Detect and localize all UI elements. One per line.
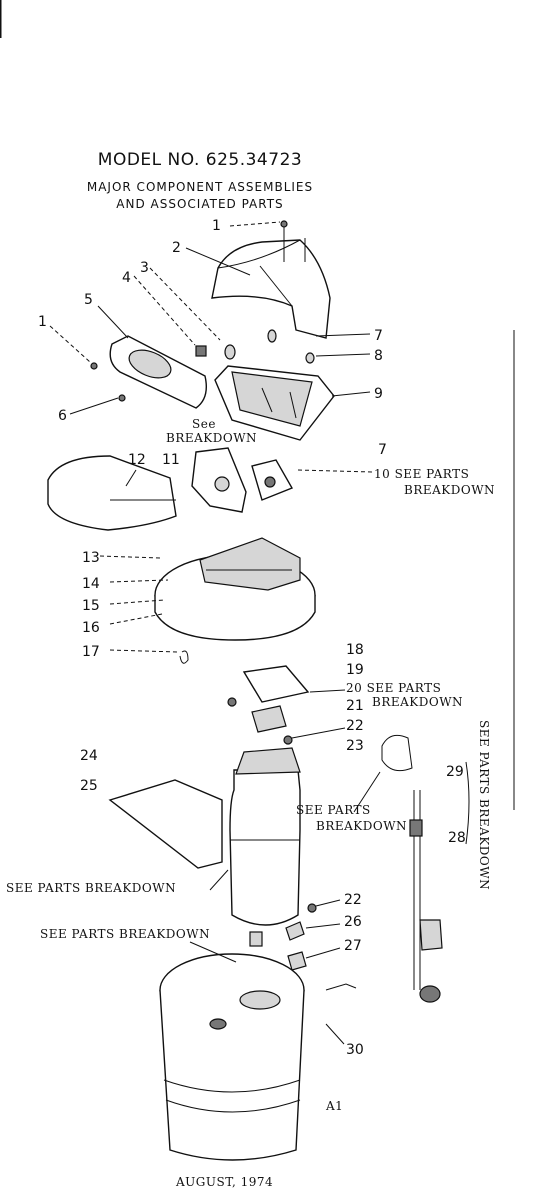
callout-20-breakdown: BREAKDOWN: [372, 695, 463, 709]
part-7-screw: [267, 329, 277, 343]
part-small-clip: [195, 345, 207, 357]
callout-12: 12: [128, 452, 146, 468]
part-1-screw-top: [280, 220, 288, 228]
callout-20: 20 SEE PARTS: [346, 681, 441, 695]
part-valve-assembly: [251, 459, 294, 501]
date-footer: AUGUST, 1974: [175, 1175, 273, 1189]
callout-28: 28: [448, 830, 466, 846]
part-resin-tank: [229, 747, 301, 926]
see-breakdown-label-2: BREAKDOWN: [166, 431, 257, 445]
callout-11: 11: [162, 452, 180, 468]
callout-7-lower: 7: [378, 442, 387, 458]
callout-24: 24: [80, 748, 98, 764]
part-control-tray: [214, 365, 335, 441]
see-parts-bottom: SEE PARTS BREAKDOWN: [40, 927, 210, 941]
see-parts-mid-2: BREAKDOWN: [316, 819, 407, 833]
callout-22-lower: 22: [344, 892, 362, 908]
callout-3: 3: [140, 260, 149, 276]
see-parts-vertical: SEE PARTS BREAKDOWN: [477, 720, 491, 890]
callout-10-breakdown: BREAKDOWN: [404, 483, 495, 497]
model-number-title: MODEL NO. 625.34723: [97, 150, 303, 170]
callout-23: 23: [346, 738, 364, 754]
subtitle-line-2: AND ASSOCIATED PARTS: [116, 197, 284, 211]
part-6-screw: [118, 394, 126, 402]
part-fittings: [249, 903, 357, 991]
part-17-clip: [179, 650, 189, 664]
callout-1-left: 1: [38, 314, 47, 330]
part-shelf-plate: [108, 779, 223, 869]
callout-2: 2: [172, 240, 181, 256]
callout-21: 21: [346, 698, 364, 714]
callout-22-upper: 22: [346, 718, 364, 734]
callout-1-top: 1: [212, 218, 221, 234]
callout-25: 25: [80, 778, 98, 794]
callout-10: 10 SEE PARTS: [374, 467, 469, 481]
callout-4: 4: [122, 270, 131, 286]
callout-6: 6: [58, 408, 67, 424]
part-1-screw-left: [90, 362, 98, 370]
callout-7-upper: 7: [374, 328, 383, 344]
callout-9: 9: [374, 386, 383, 402]
callout-5: 5: [84, 292, 93, 308]
leader-lines: [49, 221, 470, 1045]
callout-27: 27: [344, 938, 362, 954]
callout-26: 26: [344, 914, 362, 930]
page-code: A1: [325, 1099, 343, 1113]
part-tank-top-cover: [154, 537, 316, 641]
callout-30: 30: [346, 1042, 364, 1058]
callout-14: 14: [82, 576, 100, 592]
part-timer-assembly: [191, 447, 247, 513]
see-parts-left: SEE PARTS BREAKDOWN: [6, 881, 176, 895]
callout-17: 17: [82, 644, 100, 660]
callout-29: 29: [446, 764, 464, 780]
part-faceplate: [109, 335, 208, 409]
part-injector-assembly: [227, 665, 310, 745]
callout-19: 19: [346, 662, 364, 678]
callout-18: 18: [346, 642, 364, 658]
part-small-knob: [224, 344, 236, 360]
see-breakdown-label-1: See: [192, 417, 216, 431]
callout-13: 13: [82, 550, 100, 566]
part-8-grommet: [305, 352, 315, 364]
callout-8: 8: [374, 348, 383, 364]
subtitle-line-1: MAJOR COMPONENT ASSEMBLIES: [86, 180, 314, 194]
part-salt-storage-tank: [159, 953, 305, 1161]
callout-15: 15: [82, 598, 100, 614]
see-parts-mid-1: SEE PARTS: [296, 803, 371, 817]
part-salt-lid: [47, 455, 177, 531]
part-top-cover: [211, 226, 331, 339]
callout-16: 16: [82, 620, 100, 636]
part-float-assembly: [381, 734, 443, 1003]
